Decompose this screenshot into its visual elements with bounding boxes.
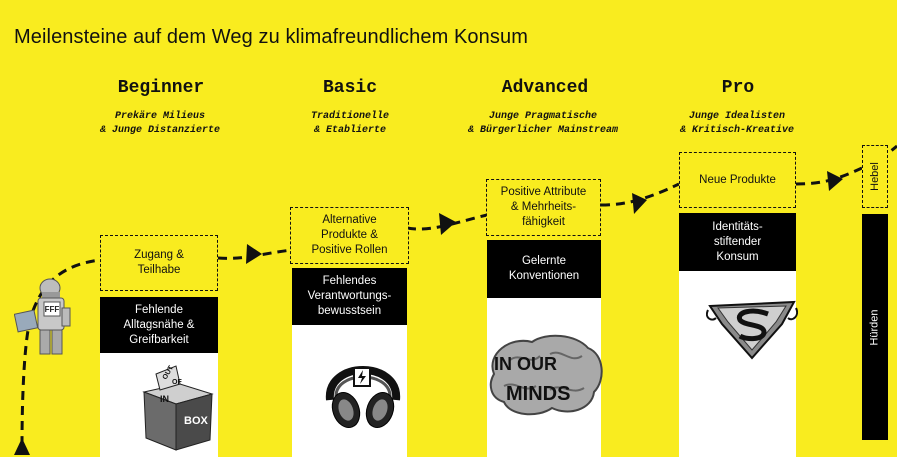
stage-segments-beginner: Prekäre Milieus & Junge Distanzierte [99,111,221,136]
out-of-box-illustration: OUT OF IN BOX [142,364,214,451]
brain-text-line1: IN OUR [494,354,557,374]
lever-box-basic: Alternative Produkte & Positive Rollen [290,207,409,264]
brain-illustration: IN OUR MINDS [489,334,603,416]
lego-figure-illustration: FFF [14,278,71,355]
page-title: Meilensteine auf dem Weg zu klimafreundl… [14,26,528,48]
legend-hurdle: Hürden [862,214,888,440]
figure-badge-text: FFF [45,305,60,314]
superman-emblem-illustration [706,300,798,360]
stage-name-beginner: Beginner [117,78,205,98]
legend-hurdle-label: Hürden [868,308,881,346]
hurdle-box-beginner: Fehlende Alltagsnähe & Greifbarkeit [100,297,218,353]
stage-segments-advanced: Junge Pragmatische & Bürgerlicher Mainst… [467,111,619,136]
lever-box-beginner: Zugang & Teilhabe [100,235,218,291]
lever-box-advanced: Positive Attribute & Mehrheits- fähigkei… [486,179,601,236]
stage-segments-pro: Junge Idealisten & Kritisch-Kreative [679,111,795,136]
stage-name-advanced: Advanced [501,78,589,98]
lever-box-pro: Neue Produkte [679,152,796,208]
stage-name-pro: Pro [721,78,755,98]
hurdle-box-basic: Fehlendes Verantwortungs- bewusstsein [292,268,407,325]
box-word-text: BOX [184,415,209,427]
legend-lever: Hebel [862,145,888,208]
box-of-text: OF [172,379,182,386]
headphones-illustration [325,366,401,428]
hurdle-box-pro: Identitäts- stiftender Konsum [679,213,796,271]
legend-lever-label: Hebel [868,162,881,191]
stage-segments-basic: Traditionelle & Etablierte [310,111,389,136]
brain-text-line2: MINDS [506,383,570,405]
hurdle-box-advanced: Gelernte Konventionen [487,240,601,298]
stage-name-basic: Basic [322,78,377,98]
box-in-text: IN [160,394,169,404]
